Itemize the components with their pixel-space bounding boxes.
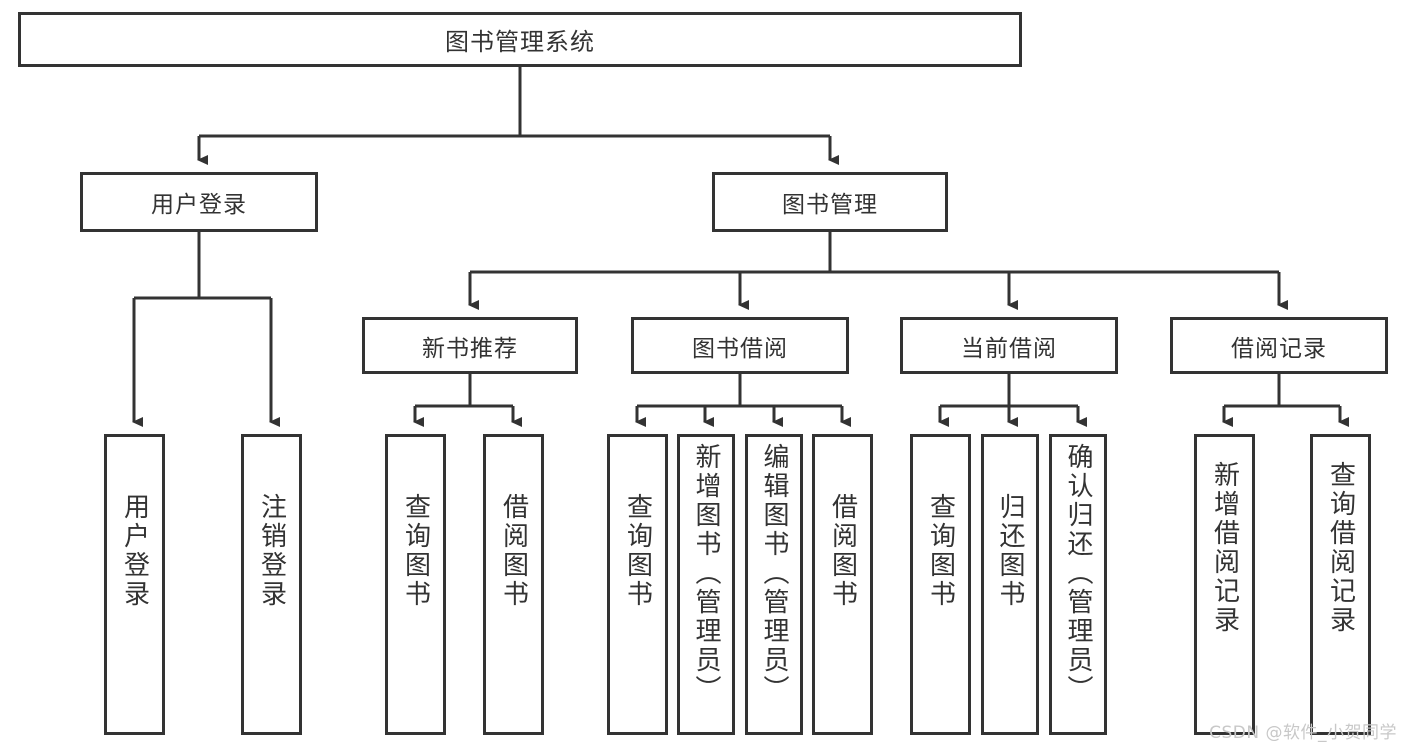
leaf-label: 新增图书（管理员）: [691, 443, 722, 704]
leaf-label: 查询借阅记录: [1325, 461, 1356, 635]
node-root[interactable]: 图书管理系统: [18, 12, 1022, 67]
leaf-label: 归还图书: [995, 493, 1026, 609]
node-label: 图书借阅: [692, 335, 788, 362]
leaf-edit-book-admin[interactable]: 编辑图书（管理员）: [745, 434, 803, 735]
leaf-label: 新增借阅记录: [1209, 461, 1240, 635]
leaf-borrow-book[interactable]: 借阅图书: [812, 434, 873, 735]
node-borrow-record[interactable]: 借阅记录: [1170, 317, 1388, 374]
leaf-label: 查询图书: [400, 493, 431, 609]
leaf-label: 查询图书: [925, 493, 956, 609]
node-book-management[interactable]: 图书管理: [712, 172, 948, 232]
node-new-book-recommend[interactable]: 新书推荐: [362, 317, 578, 374]
leaf-query-book-current[interactable]: 查询图书: [910, 434, 971, 735]
node-label: 新书推荐: [422, 335, 518, 362]
node-label: 图书管理: [782, 192, 878, 218]
leaf-query-book-new[interactable]: 查询图书: [385, 434, 446, 735]
node-label: 图书管理系统: [445, 28, 595, 56]
node-label: 用户登录: [151, 192, 247, 218]
leaf-query-book-borrow[interactable]: 查询图书: [607, 434, 668, 735]
csdn-watermark: CSDN @软件_小贺同学: [1209, 723, 1397, 743]
node-book-borrow[interactable]: 图书借阅: [631, 317, 849, 374]
node-current-borrow[interactable]: 当前借阅: [900, 317, 1118, 374]
leaf-borrow-book-new[interactable]: 借阅图书: [483, 434, 544, 735]
leaf-label: 用户登录: [119, 493, 150, 609]
leaf-confirm-return-admin[interactable]: 确认归还（管理员）: [1049, 434, 1107, 735]
node-label: 当前借阅: [961, 335, 1057, 362]
leaf-label: 借阅图书: [498, 493, 529, 609]
leaf-label: 查询图书: [622, 493, 653, 609]
leaf-label: 确认归还（管理员）: [1063, 443, 1094, 704]
node-label: 借阅记录: [1231, 335, 1327, 362]
leaf-return-book[interactable]: 归还图书: [981, 434, 1039, 735]
leaf-logout[interactable]: 注销登录: [241, 434, 302, 735]
leaf-user-login[interactable]: 用户登录: [104, 434, 165, 735]
leaf-add-book-admin[interactable]: 新增图书（管理员）: [677, 434, 735, 735]
leaf-add-borrow-record[interactable]: 新增借阅记录: [1194, 434, 1255, 735]
leaf-label: 注销登录: [256, 493, 287, 609]
leaf-query-borrow-record[interactable]: 查询借阅记录: [1310, 434, 1371, 735]
node-user-login[interactable]: 用户登录: [80, 172, 318, 232]
leaf-label: 编辑图书（管理员）: [759, 443, 790, 704]
leaf-label: 借阅图书: [827, 493, 858, 609]
